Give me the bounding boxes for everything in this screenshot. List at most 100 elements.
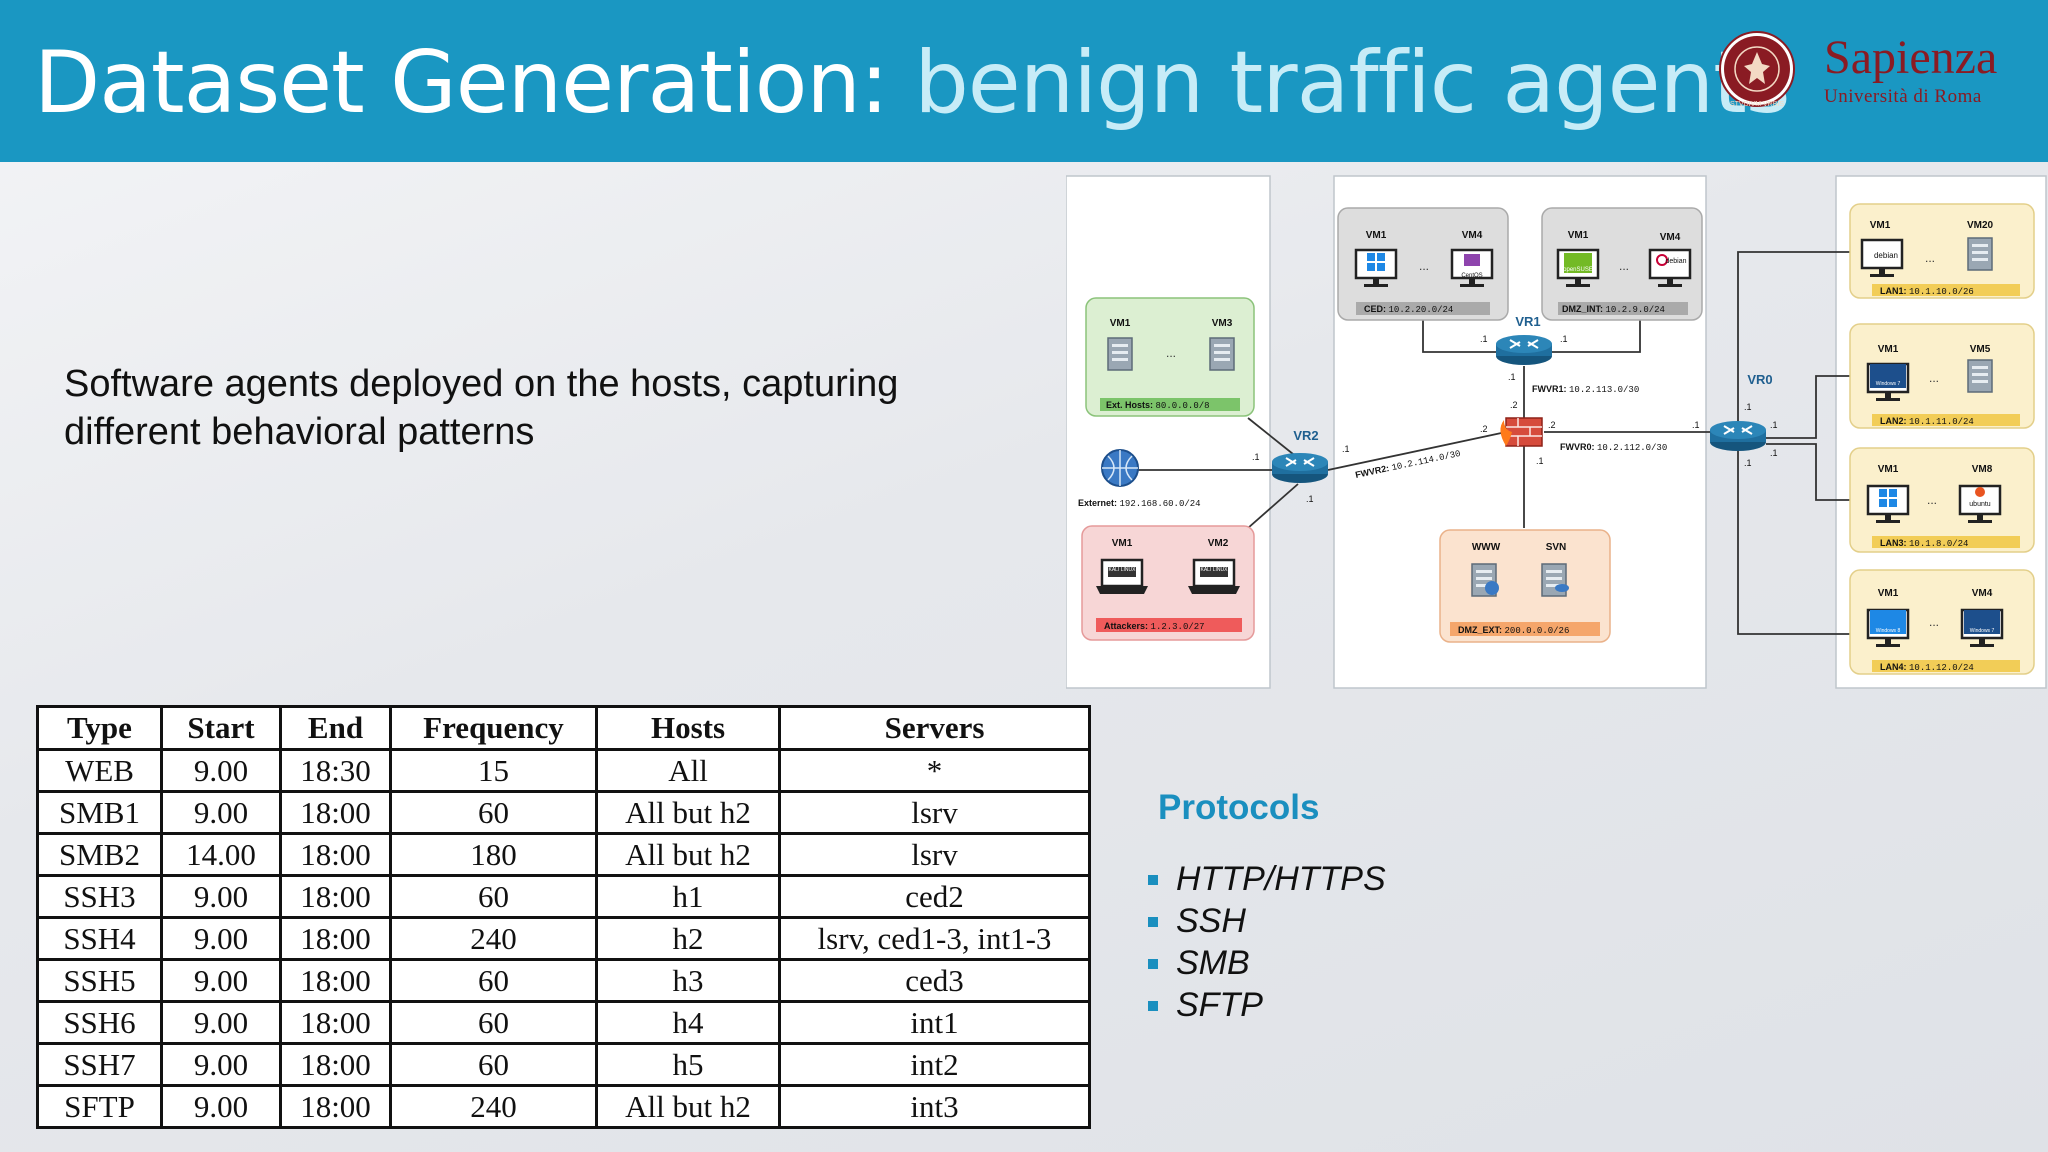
subnet-name: LAN3:: [1880, 538, 1907, 548]
table-cell: ced3: [778, 958, 1091, 1003]
table-cell: h1: [595, 874, 781, 919]
windows7-wallpaper-icon: [1964, 610, 2000, 634]
table-cell: 18:00: [279, 1042, 392, 1087]
protocol-item: SFTP: [1148, 984, 1386, 1026]
table-cell: 60: [389, 1042, 598, 1087]
ip-suffix: .1: [1508, 372, 1516, 382]
slide-title: Dataset Generation: benign traffic agent…: [34, 28, 1791, 138]
router-icon: [1709, 420, 1767, 452]
table-cell: 9.00: [160, 1084, 282, 1129]
table-cell: 9.00: [160, 1042, 282, 1087]
lan3-vm-b-label: VM8: [1972, 464, 1993, 475]
ced-subnet-text: CED: 10.2.20.0/24: [1364, 304, 1453, 315]
vr2-label: VR2: [1293, 428, 1318, 443]
lan3-os-label: ubuntu: [1969, 501, 1991, 508]
table-cell: SSH7: [36, 1042, 163, 1087]
ellipsis-text: ...: [1927, 493, 1937, 507]
lan1-vm-b-label: VM20: [1967, 220, 1994, 231]
ced-vm-a-label: VM1: [1366, 230, 1387, 241]
protocol-label: SSH: [1176, 902, 1246, 940]
table-cell: 9.00: [160, 1000, 282, 1045]
table-cell: 9.00: [160, 748, 282, 793]
table-cell: 14.00: [160, 832, 282, 877]
protocols-heading: Protocols: [1158, 788, 1320, 827]
ced-os-label: CentOS: [1461, 273, 1482, 279]
lan2-network-group: VM1 VM5 Windows 7 ... LAN2: 10.1.11.0/24: [1849, 323, 2035, 429]
externet-group: Externet: 192.168.60.0/24: [1078, 449, 1201, 509]
table-cell: 18:00: [279, 916, 392, 961]
university-name: Sapienza: [1824, 31, 1998, 84]
table-cell: 18:00: [279, 1000, 392, 1045]
ip-suffix: .2: [1480, 424, 1488, 434]
bullet-icon: [1148, 959, 1158, 969]
subnet-name: CED:: [1364, 304, 1386, 314]
kali-laptop-icon: [1186, 558, 1242, 596]
column-header: Type: [36, 705, 163, 751]
table-cell: 240: [389, 916, 598, 961]
subnet-name: Externet:: [1078, 498, 1117, 508]
attackers-vm-b-label: VM2: [1208, 538, 1229, 549]
lan1-subnet-badge: [1872, 284, 2020, 296]
ced-subnet-badge: [1356, 302, 1490, 315]
table-cell: 240: [389, 1084, 598, 1129]
subnet-name: DMZ_INT:: [1562, 304, 1603, 314]
university-logo-text: Sapienza Università di Roma: [1824, 34, 2034, 108]
table-cell: lsrv: [778, 832, 1091, 877]
lan1-network-group: VM1 VM20 debian ... LAN1: 10.1.10.0/26: [1849, 203, 2035, 299]
lan2-vm-a-label: VM1: [1878, 344, 1899, 355]
opensuse-logo-icon: [1564, 253, 1592, 273]
protocol-label: SMB: [1176, 944, 1250, 982]
table-cell: All but h2: [595, 832, 781, 877]
ellipsis-text: ...: [1166, 346, 1176, 360]
table-cell: SSH4: [36, 916, 163, 961]
ip-suffix-labels: .1 .1 .1 .2 .2 .2 .1 .1 .1 .1 .1 .1 .1 .…: [1252, 334, 1778, 504]
table-cell: 18:00: [279, 1084, 392, 1129]
ext-host-computer-icon: [1209, 337, 1235, 371]
table-cell: 9.00: [160, 958, 282, 1003]
table-cell: All: [595, 748, 781, 793]
lan4-os-b-label: Windows 7: [1970, 628, 1995, 634]
table-cell: lsrv: [778, 790, 1091, 835]
ced-network-group: VM1 VM4 CentOS ... CED: 10.2.20.0/24: [1337, 207, 1509, 321]
ip-suffix: .1: [1770, 448, 1778, 458]
subnet-name: LAN2:: [1880, 416, 1907, 426]
windows7-wallpaper-icon: [1870, 364, 1906, 388]
ip-suffix: .1: [1480, 334, 1488, 344]
dmz-ext-subnet-text: DMZ_EXT: 200.0.0.0/26: [1458, 625, 1569, 636]
table-cell: h5: [595, 1042, 781, 1087]
table-cell: 18:00: [279, 832, 392, 877]
dmz-int-os-a-label: openSUSE: [1563, 267, 1593, 273]
ip-suffix: .2: [1548, 420, 1556, 430]
kali-os-label: KALI LINUX: [1109, 567, 1137, 573]
table-cell: 60: [389, 1000, 598, 1045]
sapienza-seal-logo: STVDIVM VRBIS: [1719, 31, 1795, 108]
debian-logo-icon: [1656, 254, 1668, 266]
subnet-address: 10.1.12.0/24: [1909, 663, 1974, 673]
link-name: FWVR0:: [1560, 442, 1595, 452]
vr0-label: VR0: [1747, 372, 1772, 387]
lan4-subnet-badge: [1872, 660, 2020, 672]
ellipsis-text: ...: [1419, 259, 1429, 273]
kali-os-label: KALI LINUX: [1201, 567, 1229, 573]
subnet-name: Ext. Hosts:: [1106, 400, 1153, 410]
lan2-vm-b-label: VM5: [1970, 344, 1991, 355]
ip-suffix: .1: [1306, 494, 1314, 504]
kali-laptop-icon: [1094, 558, 1150, 596]
lan1-os-label: debian: [1874, 251, 1898, 260]
centos-logo-icon: [1464, 254, 1480, 266]
table-cell: 18:00: [279, 790, 392, 835]
ext-hosts-vm-b-label: VM3: [1212, 318, 1233, 329]
subnet-name: DMZ_EXT:: [1458, 625, 1502, 635]
table-cell: 15: [389, 748, 598, 793]
table-cell: h2: [595, 916, 781, 961]
globe-lines: [1102, 450, 1138, 486]
computer-icon: [1967, 359, 1993, 393]
firewall-icon: [1500, 417, 1543, 447]
dmz-int-network-group: VM1 VM4 openSUSE debian ... DMZ_INT: 10.…: [1541, 207, 1703, 321]
table-cell: 9.00: [160, 916, 282, 961]
subnet-address: 10.2.20.0/24: [1389, 305, 1454, 315]
attackers-vm-a-label: VM1: [1112, 538, 1133, 549]
protocol-item: SMB: [1148, 942, 1386, 984]
lan3-vm-a-label: VM1: [1878, 464, 1899, 475]
subnet-name: LAN4:: [1880, 662, 1907, 672]
